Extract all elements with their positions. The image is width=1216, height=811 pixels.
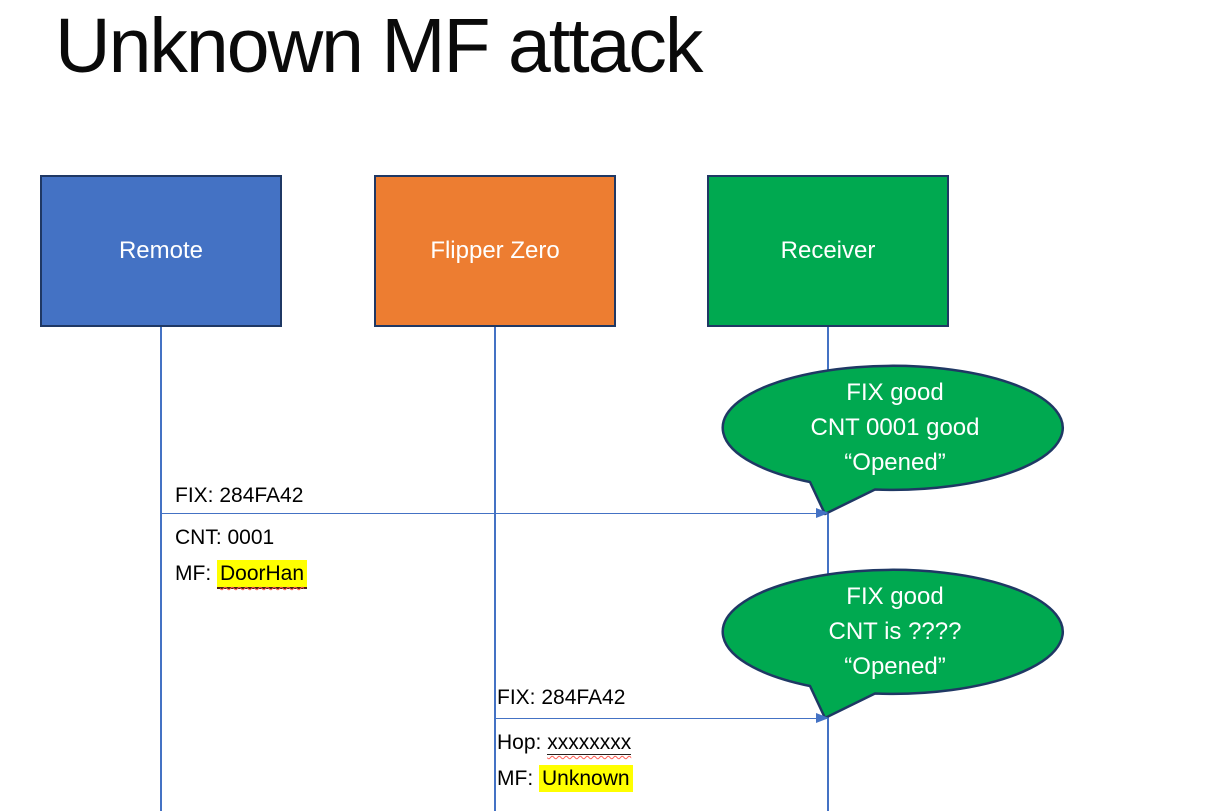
message-2-hop-prefix: Hop:	[497, 731, 548, 754]
message-2-mf-highlighted-value: Unknown	[539, 765, 633, 792]
speech-bubble-2-text: FIX good CNT is ???? “Opened”	[715, 579, 1075, 684]
message-1-fix-label: FIX: 284FA42	[175, 484, 304, 507]
speech-bubble-1-line-3: “Opened”	[844, 449, 946, 476]
arrowhead-icon	[816, 507, 829, 518]
arrowhead-icon	[816, 712, 829, 723]
message-1-mf-highlighted-value: DoorHan	[217, 560, 308, 589]
speech-bubble-1-line-2: CNT 0001 good	[810, 414, 980, 441]
message-arrow-2	[495, 712, 829, 723]
speech-bubble-1-text: FIX good CNT 0001 good “Opened”	[715, 375, 1075, 480]
speech-bubble-2-line-2: CNT is ????	[828, 618, 962, 645]
actor-label-remote: Remote	[118, 237, 204, 264]
speech-bubble-1: FIX good CNT 0001 good “Opened”	[715, 362, 1075, 522]
message-1-cnt-prefix: CNT:	[175, 526, 228, 549]
message-2-mf-prefix: MF:	[497, 767, 539, 790]
message-1-cnt-value: 0001	[227, 526, 275, 549]
message-2-mf-label: MF: Unknown	[497, 765, 633, 793]
actor-box-receiver: Receiver	[707, 175, 949, 327]
message-2-hop-label: Hop: xxxxxxxx	[497, 729, 632, 757]
message-1-cnt-label: CNT: 0001	[175, 524, 274, 552]
speech-bubble-2-line-1: FIX good	[846, 583, 944, 610]
speech-bubble-shape-icon	[721, 364, 1064, 516]
lifeline-receiver	[827, 327, 829, 811]
lifeline-remote	[160, 327, 162, 811]
message-1-mf-prefix: MF:	[175, 562, 217, 585]
actor-label-receiver: Receiver	[780, 237, 876, 264]
message-arrow-1	[161, 507, 829, 518]
speech-bubble-shape-icon	[721, 568, 1064, 720]
speech-bubble-2: FIX good CNT is ???? “Opened”	[715, 566, 1075, 726]
actor-box-flipper-zero: Flipper Zero	[374, 175, 616, 327]
lifeline-flipper-zero	[494, 327, 496, 811]
speech-bubble-1-line-1: FIX good	[846, 379, 944, 406]
actor-label-flipper-zero: Flipper Zero	[430, 237, 560, 264]
message-2-fix-label: FIX: 284FA42	[497, 686, 626, 709]
message-2-hop-value: xxxxxxxx	[547, 731, 632, 755]
slide-title: Unknown MF attack	[55, 3, 703, 89]
speech-bubble-2-line-3: “Opened”	[844, 653, 946, 680]
message-1-mf-label: MF: DoorHan	[175, 560, 308, 589]
actor-box-remote: Remote	[40, 175, 282, 327]
